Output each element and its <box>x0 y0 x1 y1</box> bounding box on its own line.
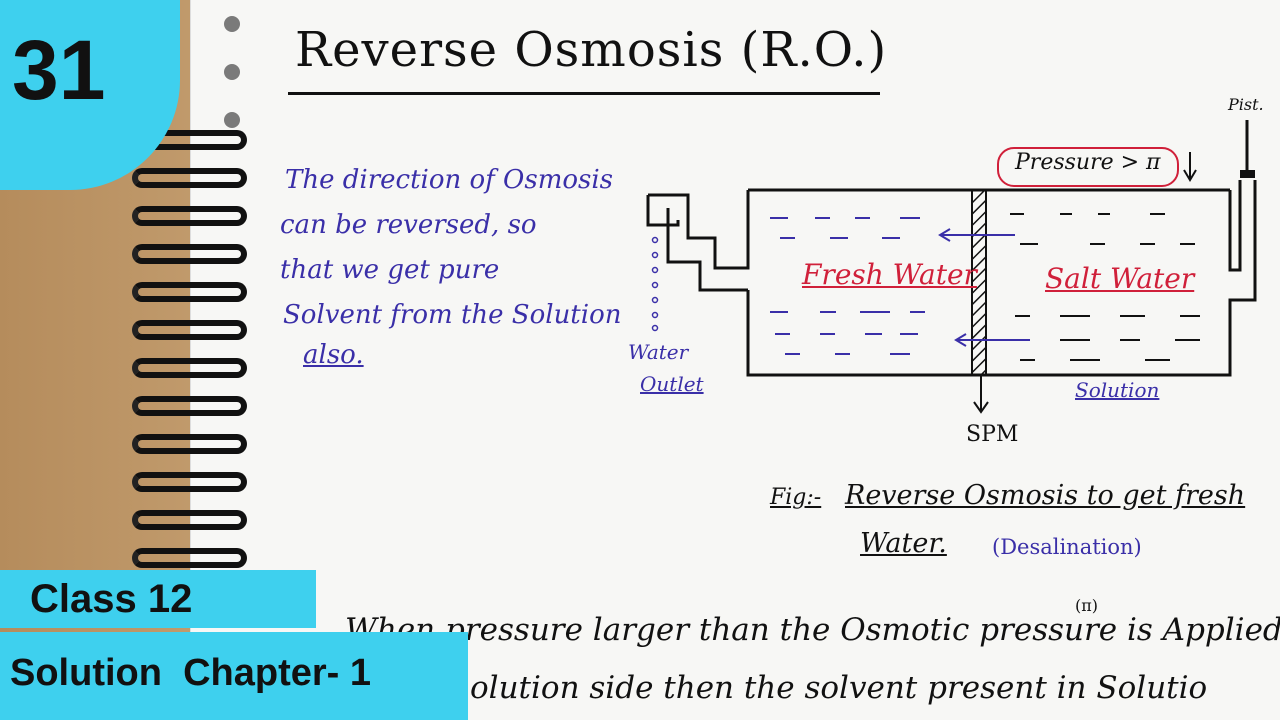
spiral-ring <box>132 244 247 264</box>
fresh-water-label: Fresh Water <box>802 258 977 291</box>
punch-hole <box>224 16 240 32</box>
outlet-label: Water <box>628 340 689 364</box>
page-title: Reverse Osmosis (R.O.) <box>295 22 888 78</box>
spiral-ring <box>132 206 247 226</box>
spiral-ring <box>132 434 247 454</box>
episode-number: 31 <box>12 23 106 117</box>
body-text-line: olution side then the solvent present in… <box>470 670 1208 706</box>
explanation-line: can be reversed, so <box>280 210 537 240</box>
salt-water-label: Salt Water <box>1045 262 1195 295</box>
explanation-line: The direction of Osmosis <box>285 165 614 195</box>
body-text-line: When pressure larger than the Osmotic pr… <box>345 612 1280 648</box>
spiral-ring <box>132 320 247 340</box>
figure-prefix: Fig:- <box>770 485 822 510</box>
pi-mark: (π) <box>1075 596 1098 615</box>
chapter-label: Solution Chapter- 1 <box>0 632 468 720</box>
spiral-ring <box>132 168 247 188</box>
spiral-ring <box>132 358 247 378</box>
pressure-label: Pressure > π <box>1015 150 1161 175</box>
spiral-ring <box>132 548 247 568</box>
solution-label: Solution <box>1075 378 1160 402</box>
figure-caption: Reverse Osmosis to get fresh <box>845 480 1246 511</box>
reverse-osmosis-diagram <box>646 120 1257 414</box>
class-label: Class 12 <box>0 570 316 628</box>
explanation-line: that we get pure <box>280 255 500 285</box>
punch-hole <box>224 112 240 128</box>
figure-paren: (Desalination) <box>992 535 1142 559</box>
spiral-ring <box>132 282 247 302</box>
figure-caption: Water. <box>860 528 947 559</box>
spiral-ring <box>132 510 247 530</box>
spiral-ring <box>132 472 247 492</box>
outlet-label: Outlet <box>640 372 704 396</box>
punch-hole <box>224 64 240 80</box>
title-underline <box>288 92 880 95</box>
piston-label: Pist. <box>1228 95 1264 114</box>
explanation-line: also. <box>303 340 364 370</box>
explanation-line: Solvent from the Solution <box>283 300 622 330</box>
spm-label: SPM <box>966 422 1019 447</box>
spiral-ring <box>132 396 247 416</box>
